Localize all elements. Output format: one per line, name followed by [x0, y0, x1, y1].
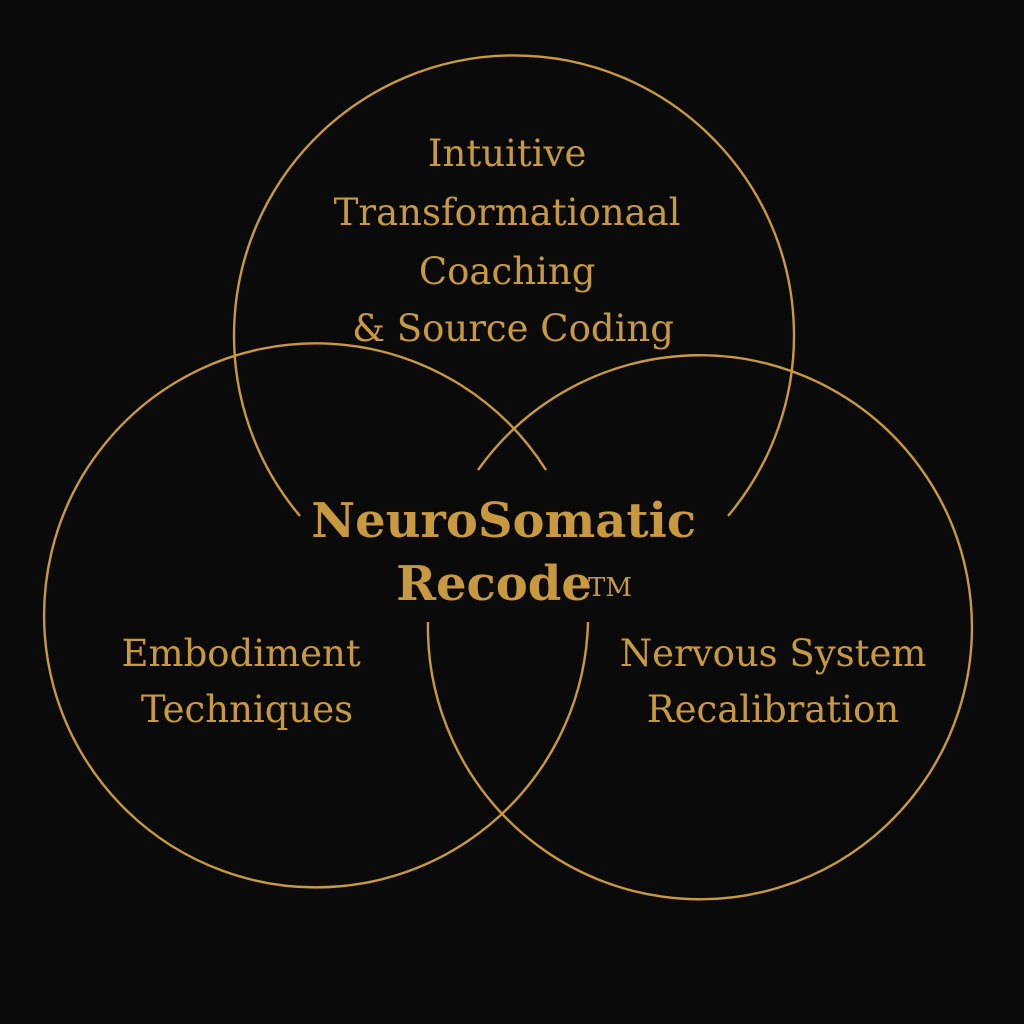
trademark-mark: TM	[588, 573, 632, 603]
top-set-line: & Source Coding	[352, 307, 674, 350]
right-set-line: Nervous System	[620, 632, 927, 675]
right-circle	[426, 354, 974, 901]
right-set-line: Recalibration	[647, 688, 899, 731]
top-set-label: Intuitive Transformationaal Coaching & S…	[334, 132, 693, 350]
left-circle	[42, 342, 590, 889]
left-set-line: Embodiment	[121, 632, 360, 675]
top-circle	[232, 54, 796, 517]
top-set-line: Coaching	[419, 250, 596, 293]
top-set-line: Transformationaal	[334, 191, 681, 234]
center-title-line: Recode	[396, 556, 592, 612]
right-set-label: Nervous System Recalibration	[620, 632, 939, 731]
left-set-line: Techniques	[141, 688, 353, 731]
top-set-line: Intuitive	[428, 132, 586, 175]
center-title: NeuroSomatic Recode	[311, 493, 713, 612]
center-title-line: NeuroSomatic	[311, 493, 696, 549]
left-set-label: Embodiment Techniques	[121, 632, 372, 731]
